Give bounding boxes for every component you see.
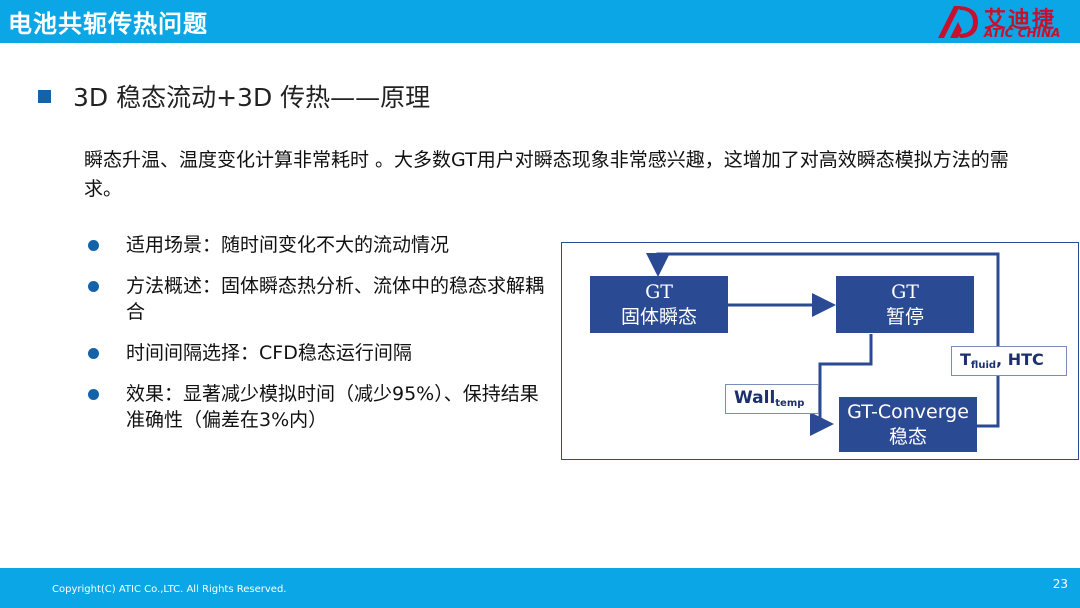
- circle-bullet-icon: [88, 281, 99, 292]
- list-item: 效果：显著减少模拟时间（减少95%）、保持结果准确性（偏差在3%内）: [86, 381, 546, 433]
- circle-bullet-icon: [88, 240, 99, 251]
- circle-bullet-icon: [88, 348, 99, 359]
- gt-converge-steady-box: GT-Converge 稳态: [839, 397, 977, 452]
- gt-transient-box: GT 固体瞬态: [590, 276, 728, 333]
- company-logo: 艾迪捷 ATIC CHINA: [934, 2, 1074, 42]
- list-item: 适用场景：随时间变化不大的流动情况: [86, 232, 546, 258]
- diagram-frame-and-arrows: [561, 242, 1079, 460]
- list-item: 方法概述：固体瞬态热分析、流体中的稳态求解耦合: [86, 273, 546, 325]
- page-number: 23: [1052, 577, 1068, 591]
- header-bar: 电池共轭传热问题 艾迪捷 ATIC CHINA: [0, 0, 1080, 43]
- list-item: 时间间隔选择：CFD稳态运行间隔: [86, 340, 546, 366]
- bullet-list: 适用场景：随时间变化不大的流动情况 方法概述：固体瞬态热分析、流体中的稳态求解耦…: [86, 232, 546, 448]
- footer-bar: Copyright(C) ATIC Co.,LTC. All Rights Re…: [0, 568, 1080, 608]
- gt-pause-box: GT 暂停: [836, 276, 974, 333]
- square-bullet-icon: [38, 89, 51, 103]
- fluid-htc-label: Tfluid, HTC: [951, 346, 1067, 376]
- bullet-text: 时间间隔选择：CFD稳态运行间隔: [126, 342, 412, 364]
- section-title: 3D 稳态流动+3D 传热——原理: [73, 83, 431, 112]
- bullet-text: 效果：显著减少模拟时间（减少95%）、保持结果准确性（偏差在3%内）: [126, 383, 539, 431]
- wall-temp-label: Walltemp: [725, 384, 819, 414]
- slide-title: 电池共轭传热问题: [8, 10, 208, 38]
- bullet-text: 方法概述：固体瞬态热分析、流体中的稳态求解耦合: [126, 275, 545, 323]
- bullet-text: 适用场景：随时间变化不大的流动情况: [126, 234, 450, 256]
- logo-english-text: ATIC CHINA: [984, 26, 1061, 40]
- logo-chinese-text: 艾迪捷: [984, 8, 1057, 33]
- copyright-text: Copyright(C) ATIC Co.,LTC. All Rights Re…: [52, 584, 287, 595]
- atic-logo-icon: [938, 6, 978, 38]
- coupling-flow-diagram: GT 固体瞬态 GT 暂停 GT-Converge 稳态 Walltemp Tf…: [561, 242, 1080, 460]
- intro-paragraph: 瞬态升温、温度变化计算非常耗时 。大多数GT用户对瞬态现象非常感兴趣，这增加了对…: [84, 149, 1009, 200]
- circle-bullet-icon: [88, 389, 99, 400]
- section-heading: 3D 稳态流动+3D 传热——原理: [38, 78, 430, 114]
